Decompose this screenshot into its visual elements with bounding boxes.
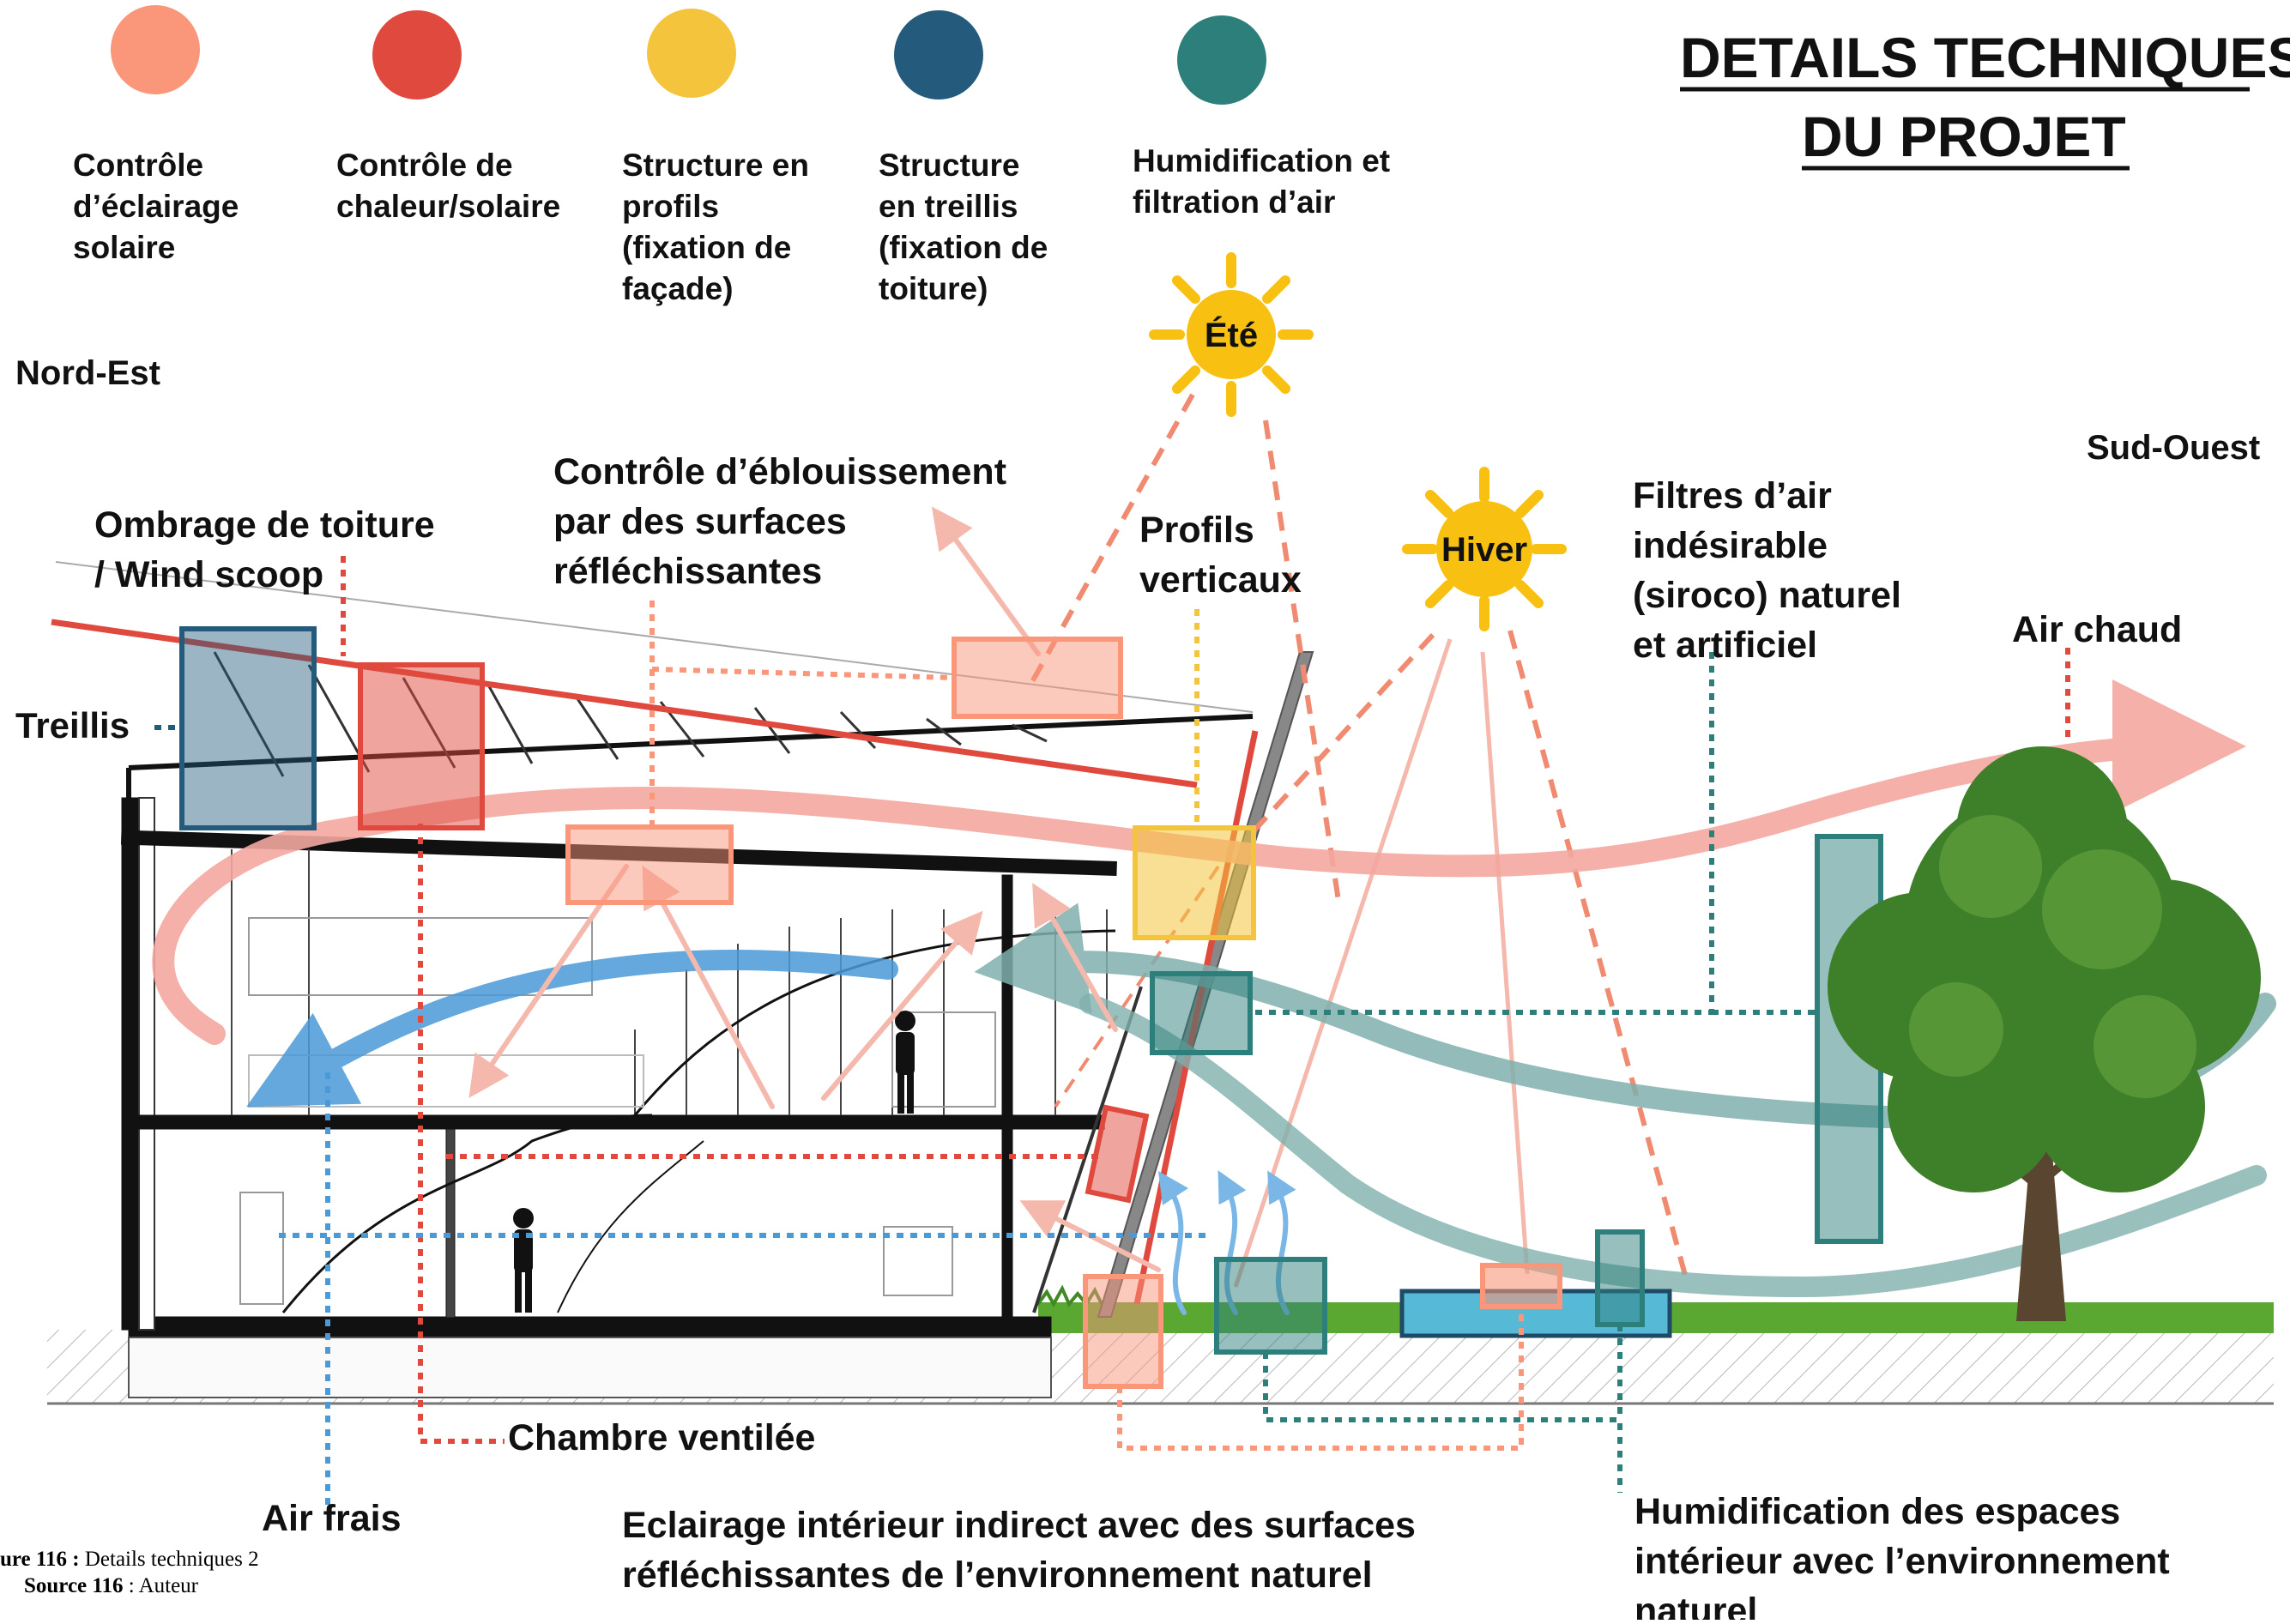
tree <box>1828 746 2261 1321</box>
legend-swatch <box>111 5 200 94</box>
profile-box <box>1133 825 1256 940</box>
sun-summer-label: Été <box>1205 316 1258 354</box>
hot-air-flow <box>152 679 2246 1045</box>
page-title: DETAILS TECHNIQUES DU PROJET <box>1680 26 2290 171</box>
annotations: Nord-Est Sud-Ouest Ombrage de toiture / … <box>15 354 2260 1624</box>
feature-boxes <box>179 626 1883 1389</box>
person-lower <box>513 1208 534 1313</box>
roof-shading-line <box>51 619 1198 788</box>
legend-swatch <box>647 9 736 98</box>
orientation-right: Sud-Ouest <box>2087 429 2260 467</box>
person-silhouettes <box>513 1011 915 1313</box>
humid-box-facade <box>1150 971 1253 1055</box>
legend-item-heat-control: Contrôle de chaleur/solaire <box>336 10 560 224</box>
legend: Contrôle d’éclairage solaire Contrôle de… <box>73 5 1399 306</box>
lighting-box-ground <box>1083 1274 1163 1389</box>
legend-label: Contrôle de chaleur/solaire <box>336 148 560 224</box>
legend-swatch <box>372 10 462 100</box>
legend-item-truss-structure: Structure en treillis (fixation de toitu… <box>879 10 1057 306</box>
truss-box <box>179 626 317 830</box>
legend-label: Humidification et filtration d’air <box>1133 143 1399 220</box>
figure-caption: ure 116 : Details techniques 2 Source 11… <box>0 1548 259 1597</box>
leader-lines <box>154 556 2070 1514</box>
label-hot-air: Air chaud <box>2012 609 2182 650</box>
label-truss: Treillis <box>15 705 130 746</box>
label-ventilated-chamber: Chambre ventilée <box>508 1417 815 1458</box>
legend-item-solar-lighting: Contrôle d’éclairage solaire <box>73 5 248 265</box>
heat-box-roof <box>358 662 485 830</box>
title-line-2: DU PROJET <box>1802 105 2126 168</box>
legend-item-profile-structure: Structure en profils (fixation de façade… <box>622 9 818 306</box>
legend-label: Structure en treillis (fixation de toitu… <box>879 148 1057 306</box>
orientation-left: Nord-Est <box>15 354 160 392</box>
caption-source: Source 116 : Auteur <box>24 1574 199 1597</box>
label-air-filters: Filtres d’air indésirable (siroco) natur… <box>1633 475 1912 666</box>
glare-box-top <box>952 637 1123 719</box>
humid-box-ground <box>1214 1257 1327 1355</box>
legend-swatch <box>894 10 983 100</box>
label-fresh-air: Air frais <box>262 1498 402 1539</box>
label-humidification: Humidification des espaces intérieur ave… <box>1634 1491 2180 1620</box>
person-upper <box>895 1011 915 1114</box>
cold-air-flow <box>246 949 898 1108</box>
label-glare-control: Contrôle d’éblouissement par des surface… <box>553 451 1017 592</box>
legend-swatch <box>1177 15 1266 105</box>
humid-box-pool <box>1595 1229 1645 1327</box>
legend-item-humidification: Humidification et filtration d’air <box>1133 15 1399 220</box>
sun-winter-label: Hiver <box>1441 531 1527 569</box>
glare-box-roof <box>565 824 734 905</box>
label-vertical-profiles: Profils verticaux <box>1139 510 1302 601</box>
caption-figure: ure 116 : Details techniques 2 <box>0 1548 259 1571</box>
humid-air-flow-2 <box>1079 993 2267 1298</box>
label-indirect-lighting: Eclairage intérieur indirect avec des su… <box>622 1505 1426 1596</box>
label-roof-shading: Ombrage de toiture / Wind scoop <box>94 504 445 595</box>
sun-summer-icon: Été <box>1149 252 1314 417</box>
heat-box-facade <box>1085 1104 1150 1204</box>
legend-label: Contrôle d’éclairage solaire <box>73 148 248 265</box>
sun-winter-icon: Hiver <box>1402 467 1567 631</box>
title-line-1: DETAILS TECHNIQUES <box>1680 26 2290 89</box>
lighting-box-pool <box>1480 1263 1562 1309</box>
legend-label: Structure en profils (fixation de façade… <box>622 148 818 306</box>
